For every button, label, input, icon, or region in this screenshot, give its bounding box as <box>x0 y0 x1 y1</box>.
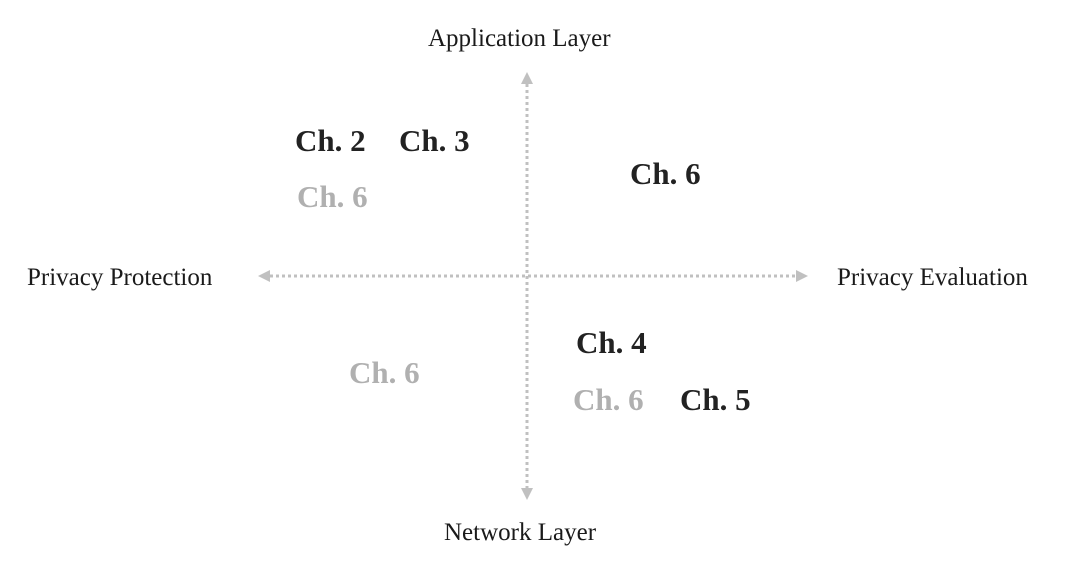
axis-label-network-layer: Network Layer <box>444 519 597 546</box>
axis-label-privacy-protection: Privacy Protection <box>27 264 213 291</box>
chapter-3-label: Ch. 3 <box>399 123 470 158</box>
axis-label-privacy-evaluation: Privacy Evaluation <box>837 264 1028 291</box>
chapter-6-label-top-right: Ch. 6 <box>630 156 701 191</box>
chapter-6-label-bottom-left: Ch. 6 <box>349 355 420 390</box>
chapter-6-label-top-left: Ch. 6 <box>297 179 368 214</box>
axis-label-application-layer: Application Layer <box>428 25 611 52</box>
chapter-2-label: Ch. 2 <box>295 123 366 158</box>
chapter-5-label: Ch. 5 <box>680 382 751 417</box>
chapter-4-label: Ch. 4 <box>576 325 647 360</box>
chapter-6-label-bottom-right: Ch. 6 <box>573 382 644 417</box>
